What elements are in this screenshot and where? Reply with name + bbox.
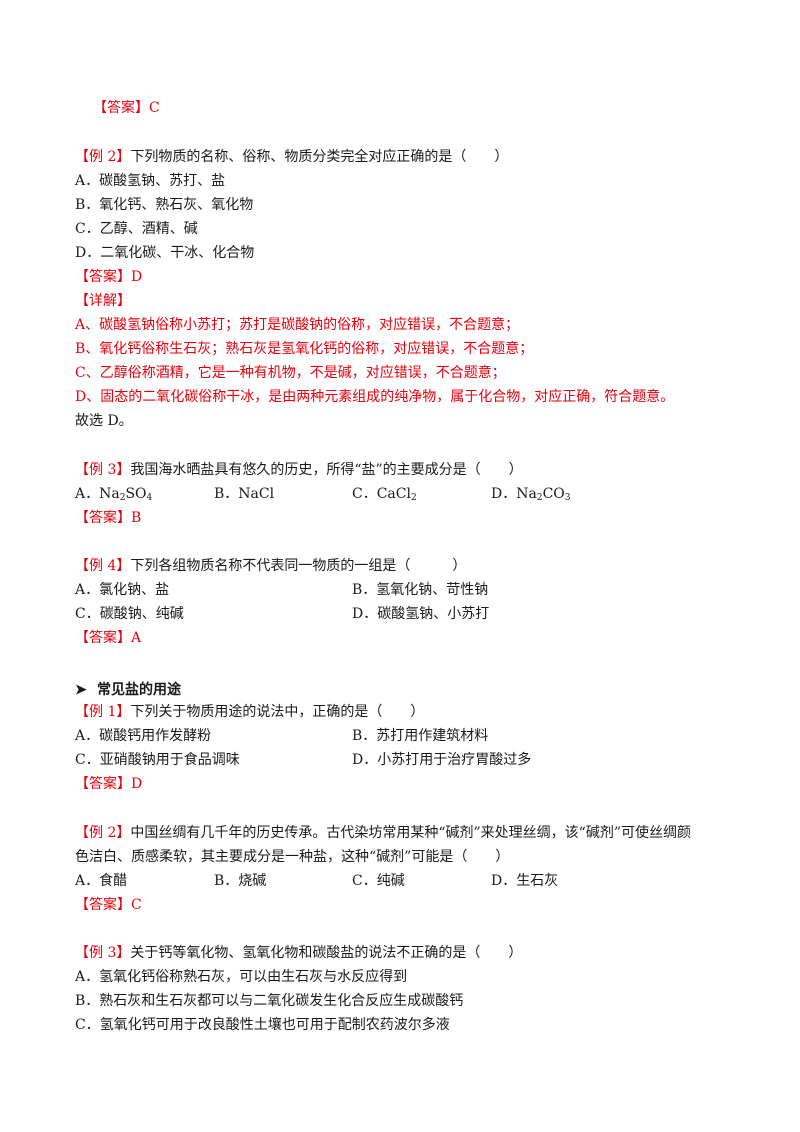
section-heading: ➤ 常见盐的用途: [75, 681, 181, 699]
answer-label: 【答案】B: [75, 510, 142, 526]
answer-label: 【答案】D: [75, 776, 143, 792]
question-tag: 【例 2】: [75, 149, 131, 165]
question-tag: 【例 2】: [75, 825, 131, 841]
option-b: B．熟石灰和生石灰都可以与二氧化碳发生化合反应生成碳酸钙: [75, 993, 464, 1009]
question-tag: 【例 1】: [75, 704, 131, 720]
option-b: B．烧碱: [214, 873, 267, 889]
option-b: B．氢氧化钠、苛性钠: [352, 582, 489, 598]
question-tag: 【例 3】: [75, 462, 131, 478]
option-c: C．亚硝酸钠用于食品调味: [75, 752, 240, 768]
conclusion-line: 故选 D。: [75, 413, 133, 429]
question-text: 下列各组物质名称不代表同一物质的一组是（ ）: [130, 558, 467, 574]
option-d: D．碳酸氢钠、小苏打: [352, 606, 490, 622]
option-a: A．氯化钠、盐: [75, 582, 170, 598]
option-d: D．Na2CO3: [491, 486, 571, 503]
question-ex3: 【例 3】我国海水晒盐具有悠久的历史，所得“盐”的主要成分是（ ）: [75, 461, 523, 479]
question-use2: 【例 2】中国丝绸有几千年的历史传承。古代染坊常用某种“碱剂”来处理丝绸，该“碱…: [75, 824, 691, 842]
option-c: C．CaCl2: [352, 486, 417, 503]
option-d: D．小苏打用于治疗胃酸过多: [352, 752, 532, 768]
option-a: A．Na2SO4: [75, 486, 153, 503]
answer-label: 【答案】C: [93, 100, 160, 116]
option-c: C．纯碱: [352, 873, 405, 889]
question-text: 中国丝绸有几千年的历史传承。古代染坊常用某种“碱剂”来处理丝绸，该“碱剂”可使丝…: [130, 825, 691, 841]
option-c: C．碳酸钠、纯碱: [75, 606, 184, 622]
option-d: D．生石灰: [491, 873, 559, 889]
question-ex4: 【例 4】下列各组物质名称不代表同一物质的一组是（ ）: [75, 557, 466, 575]
detail-line: A、碳酸氢钠俗称小苏打；苏打是碳酸钠的俗称，对应错误，不合题意；: [75, 317, 520, 333]
section-title: 常见盐的用途: [97, 682, 181, 698]
option-c: C．乙醇、酒精、碱: [75, 221, 198, 237]
option-d: D．二氧化碳、干冰、化合物: [75, 245, 255, 261]
question-tag: 【例 3】: [75, 945, 131, 961]
option-b: B．氧化钙、熟石灰、氧化物: [75, 197, 254, 213]
question-text: 我国海水晒盐具有悠久的历史，所得“盐”的主要成分是（ ）: [130, 462, 523, 478]
option-a: A．食醋: [75, 873, 128, 889]
question-use3: 【例 3】关于钙等氧化物、氢氧化物和碳酸盐的说法不正确的是（ ）: [75, 944, 522, 962]
option-a: A．氢氧化钙俗称熟石灰，可以由生石灰与水反应得到: [75, 969, 408, 985]
detail-line: D、固态的二氧化碳俗称干冰，是由两种元素组成的纯净物，属于化合物，对应正确，符合…: [75, 389, 675, 405]
question-text-continued: 色洁白、质感柔软，其主要成分是一种盐，这种“碱剂”可能是（ ）: [75, 849, 510, 865]
answer-label: 【答案】D: [75, 269, 143, 285]
option-a: A．碳酸钙用作发酵粉: [75, 728, 212, 744]
option-c: C．氢氧化钙可用于改良酸性土壤也可用于配制农药波尔多液: [75, 1017, 450, 1033]
answer-label: 【答案】A: [75, 630, 142, 646]
question-text: 下列关于物质用途的说法中，正确的是（ ）: [130, 704, 425, 720]
detail-label: 【详解】: [75, 293, 131, 309]
question-tag: 【例 4】: [75, 558, 131, 574]
question-text: 下列物质的名称、俗称、物质分类完全对应正确的是（ ）: [130, 149, 509, 165]
arrow-bullet-icon: ➤: [75, 682, 87, 698]
option-a: A．碳酸氢钠、苏打、盐: [75, 173, 226, 189]
question-ex2: 【例 2】下列物质的名称、俗称、物质分类完全对应正确的是（ ）: [75, 148, 508, 166]
option-b: B．苏打用作建筑材料: [352, 728, 489, 744]
answer-label: 【答案】C: [75, 897, 142, 913]
question-use1: 【例 1】下列关于物质用途的说法中，正确的是（ ）: [75, 703, 424, 721]
detail-line: B、氧化钙俗称生石灰；熟石灰是氢氧化钙的俗称，对应错误，不合题意；: [75, 341, 534, 357]
option-b: B．NaCl: [214, 486, 275, 502]
detail-line: C、乙醇俗称酒精，它是一种有机物，不是碱，对应错误，不合题意；: [75, 365, 506, 381]
question-text: 关于钙等氧化物、氢氧化物和碳酸盐的说法不正确的是（ ）: [130, 945, 523, 961]
